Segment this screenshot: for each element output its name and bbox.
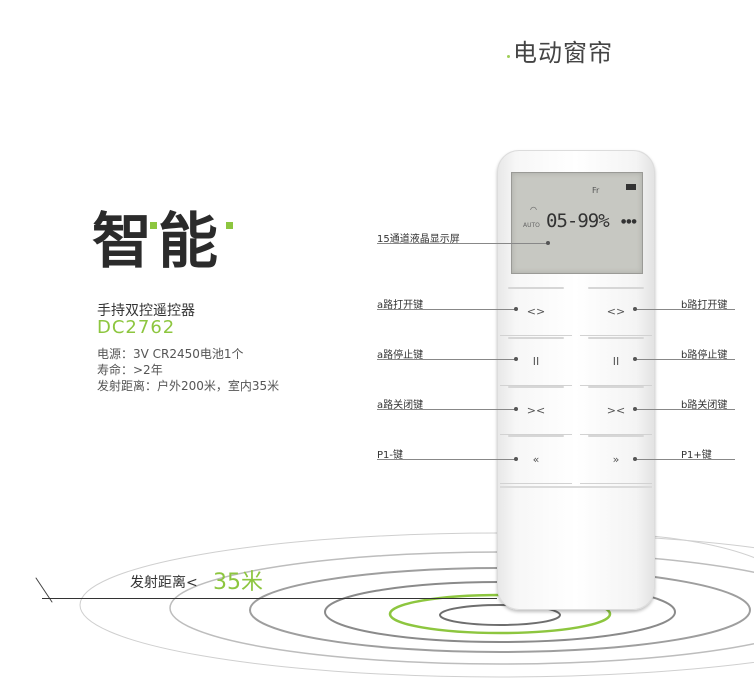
callout-b-open: b路打开键 (681, 300, 728, 311)
battery-icon (626, 184, 636, 190)
callout-a-close: a路关闭键 (377, 400, 424, 411)
spec-life: 寿命：>2年 (97, 363, 163, 377)
callout-dot (546, 241, 550, 245)
callout-dot (514, 307, 518, 311)
b-close-button[interactable]: >< (580, 386, 652, 435)
callout-lcd: 15通道液晶显示屏 (377, 234, 460, 245)
callout-dot (633, 457, 637, 461)
pause-icon: II (532, 354, 540, 368)
callout-line (377, 309, 516, 310)
range-label: 发射距离< (130, 575, 198, 591)
callout-line (635, 309, 735, 310)
a-open-button[interactable]: <> (500, 287, 572, 336)
callout-line (635, 459, 735, 460)
range-value: 35米 (213, 570, 263, 595)
signal-bars-icon: ●●● (621, 218, 637, 225)
callout-line (635, 409, 735, 410)
open-icon: <> (526, 304, 546, 318)
p1-plus-button[interactable]: » (580, 435, 652, 484)
spec-range: 发射距离：户外200米，室内35米 (97, 379, 280, 393)
product-name: 手持双控遥控器 (97, 303, 195, 319)
callout-p1-plus: P1+键 (681, 450, 712, 461)
double-chevron-left-icon: « (532, 452, 540, 466)
brand-accent-square (226, 222, 233, 229)
a-stop-button[interactable]: II (500, 337, 572, 386)
callout-dot (514, 407, 518, 411)
callout-a-open: a路打开键 (377, 300, 424, 311)
callout-line (377, 243, 548, 244)
open-icon: <> (606, 304, 626, 318)
callout-dot (633, 407, 637, 411)
callout-a-stop: a路停止键 (377, 350, 424, 361)
callout-dot (514, 457, 518, 461)
callout-line (377, 409, 516, 410)
page-title: 电动窗帘 (513, 39, 613, 67)
remote-divider (500, 486, 652, 488)
lcd-readout: 05-99% (546, 210, 610, 232)
a-close-button[interactable]: >< (500, 386, 572, 435)
callout-b-close: b路关闭键 (681, 400, 728, 411)
spec-power: 电源：3V CR2450电池1个 (97, 347, 244, 361)
close-icon: >< (526, 403, 546, 417)
b-stop-button[interactable]: II (580, 337, 652, 386)
range-indicator-line (42, 598, 497, 599)
b-open-button[interactable]: <> (580, 287, 652, 336)
wireless-icon: ◠ (530, 205, 537, 214)
callout-line (377, 459, 516, 460)
callout-p1-minus: P1-键 (377, 450, 404, 461)
callout-b-stop: b路停止键 (681, 350, 728, 361)
pause-icon: II (612, 354, 620, 368)
lcd-screen (511, 172, 643, 274)
double-chevron-right-icon: » (612, 452, 620, 466)
model-number: DC2762 (97, 317, 176, 338)
lcd-fr-indicator: Fr (592, 186, 600, 195)
callout-dot (633, 307, 637, 311)
callout-dot (514, 357, 518, 361)
brand-title: 智能 (92, 207, 224, 277)
close-icon: >< (606, 403, 626, 417)
callout-line (635, 359, 735, 360)
callout-dot (633, 357, 637, 361)
p1-minus-button[interactable]: « (500, 435, 572, 484)
title-accent-dot (507, 55, 510, 58)
brand-accent-square (150, 222, 157, 229)
callout-line (377, 359, 516, 360)
lcd-auto-indicator: AUTO (523, 222, 540, 229)
